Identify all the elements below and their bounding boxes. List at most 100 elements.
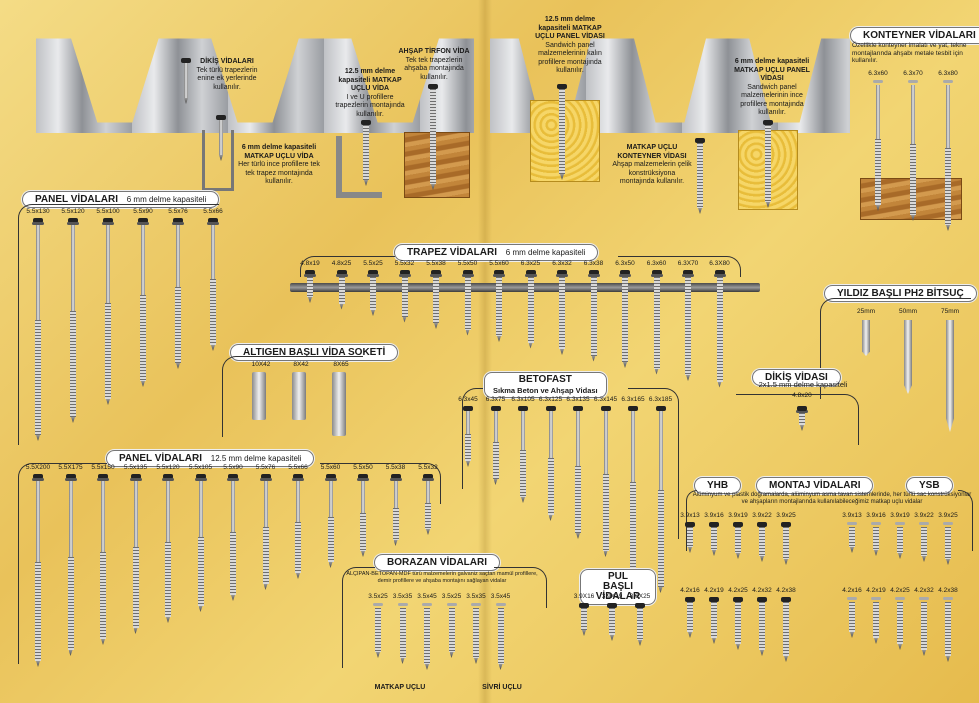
pul-title: PUL BAŞLI VİDALAR [580,569,656,605]
caption-dikis-text: Tek türlü trapezlerin enine ek yerlerind… [196,66,258,91]
screw-size-label: 5.5x38 [426,260,446,267]
montaj-frame-right [958,490,973,551]
caption-matkap6-text: Her türlü ince profillere tek tek trapez… [238,161,320,185]
screw-item: 4.2x25 [728,587,748,651]
panel6-frame [18,204,219,445]
screw-size-label: 5.5x25 [363,260,383,267]
panel125-title-text: PANEL VİDALARI [119,453,202,464]
screw-item: 3.9x22 [752,512,772,563]
montaj-title: MONTAJ VİDALARI [756,477,874,494]
borazan-text: ALÇIPAN-BETOPAN-MDF türü malzemelerin ga… [346,571,538,584]
screw-item: 5.5x120 [61,208,85,423]
yildiz-frame [820,298,971,399]
screw-size-label: 5.5x120 [156,464,180,471]
borazan-label-right: SİVRİ UÇLU [482,684,522,691]
screw-item: 5.5x76 [168,208,188,369]
screw-size-label: 6.3x60 [646,260,667,267]
screw-size-label: 5.5x100 [96,208,120,215]
screw-size-label: 5.5x120 [61,208,85,215]
screw-item: 3.9x13 [842,512,862,554]
screw-item: 4.2x38 [776,587,796,663]
screw-size-label: 3.9X16 [573,593,595,600]
screw-size-label: 4.2x32 [752,587,772,594]
screw-size-label: 6.3x32 [552,260,572,267]
screw-item: 5.5x90 [223,464,243,601]
trapez-subtitle: 6 mm delme kapasiteli [505,248,586,257]
screw-size-label: 6.3x105 [511,396,535,403]
betofast-title-text: BETOFAST [518,374,572,385]
screw-item: 5.5x135 [124,464,147,634]
caption-ahsap-text: Tek tek trapezlerin ahşaba montajında ku… [404,56,464,81]
screw-item: 5.5x100 [96,208,120,405]
screw-item: 6.3x145 [594,396,617,558]
screw-size-label: 6.3x80 [938,70,958,77]
screw-item: 3.5x35 [466,593,486,665]
screw-item: 5.5x50 [458,260,477,336]
caption-matkap125: 12.5 mm delme kapasiteli MATKAP UÇLU VİD… [330,68,410,119]
screw-size-label: 3.5x45 [417,593,437,600]
screw-size-label: 4.2x25 [890,587,910,594]
panel125-title: PANEL VİDALARI 12.5 mm delme kapasiteli [106,450,315,467]
scene-screw [556,84,568,184]
scene-screw [694,138,706,218]
screw-size-label: 6.3x135 [566,396,590,403]
betofast-frame-left [462,388,483,489]
screw-item: 6.3x80 [938,70,958,232]
screw-item: 6.3x165 [621,396,645,576]
screw-item: 3.9x19 [890,512,910,560]
screw-size-label: 6.3X70 [677,260,699,267]
screw-item: 4.2x16 [842,587,862,639]
soket-frame [222,356,363,437]
trapez-frame-left [300,256,395,277]
screw-size-label: 3.5x45 [490,593,511,600]
screw-size-label: 5.5x76 [255,464,276,471]
caption-matkap6-left: 6 mm delme kapasiteli MATKAP UÇLU VİDA H… [238,144,320,187]
screw-item: 3.9x25 [776,512,796,566]
screw-item: 4.8x19 [300,260,320,303]
betofast-subtitle: Sıkma Beton ve Ahşap Vidası [493,386,598,395]
caption-panel6: 6 mm delme kapasiteli MATKAP UÇLU PANEL … [730,58,814,118]
screw-item: 5.5x25 [363,260,383,316]
screw-size-label: 5.5x135 [123,464,148,471]
scene-screw [360,120,372,190]
screw-size-label: 4.8x19 [300,260,320,267]
panel6-title-text: PANEL VİDALARI [35,194,118,205]
scene-screw [762,120,774,212]
borazan-frame-left [342,567,375,668]
screw-item: 5.5x50 [353,464,373,557]
screw-item: 4.2x25 [890,587,910,651]
screw-size-label: 5.5x60 [489,260,509,267]
caption-matkap125-title: 12.5 mm delme kapasiteli MATKAP UÇLU VİD… [338,68,402,92]
screw-item: 6.3x60 [868,70,888,212]
screw-size-label: 3.9x25 [938,512,958,519]
screw-size-label: 6.3x185 [648,396,673,403]
screw-item: 6.3x75 [486,396,505,486]
socket-item [332,372,346,436]
screw-item: 4.2x32 [752,587,772,657]
screw-size-label: 3.9x16 [704,512,724,519]
screw-item: 6.3x50 [615,260,635,368]
caption-panel125-text: Sandwich panel malzemelerinin kalın prof… [538,41,602,75]
insulation-block-1 [530,100,600,182]
caption-panel125: 12.5 mm delme kapasiteli MATKAP UÇLU PAN… [528,16,612,76]
screw-size-label: 5.5x150 [91,464,115,471]
screw-size-label: 4.2x16 [680,587,700,594]
screw-size-label: 5.5x50 [353,464,373,471]
screw-size-label: 5.5x76 [168,208,188,215]
screw-item: 5.5x66 [203,208,223,351]
screw-size-label: 5.5x32 [418,464,438,471]
screw-item: 6.3x25 [521,260,540,349]
screw-size-label: 3.5x25 [368,593,388,600]
betofast-title: BETOFAST Sıkma Beton ve Ahşap Vidası [484,372,607,398]
screw-item: 3.5x35 [393,593,412,665]
screw-item: 5.5x38 [386,464,405,546]
screw-item: 6.3x135 [566,396,590,540]
screw-size-label: 3.9x13 [842,512,862,519]
scene-screw [215,115,227,165]
screw-size-label: 3.9X19 [601,593,623,600]
dikis-vida-subtitle: 2x1.5 mm delme kapasiteli [758,380,848,389]
screw-size-label: 4.2x38 [776,587,796,594]
screw-item: 5.5x150 [91,464,115,645]
caption-panel6-title: 6 mm delme kapasiteli MATKAP UÇLU PANEL … [734,58,810,82]
screw-size-label: 6.3x165 [621,396,645,403]
